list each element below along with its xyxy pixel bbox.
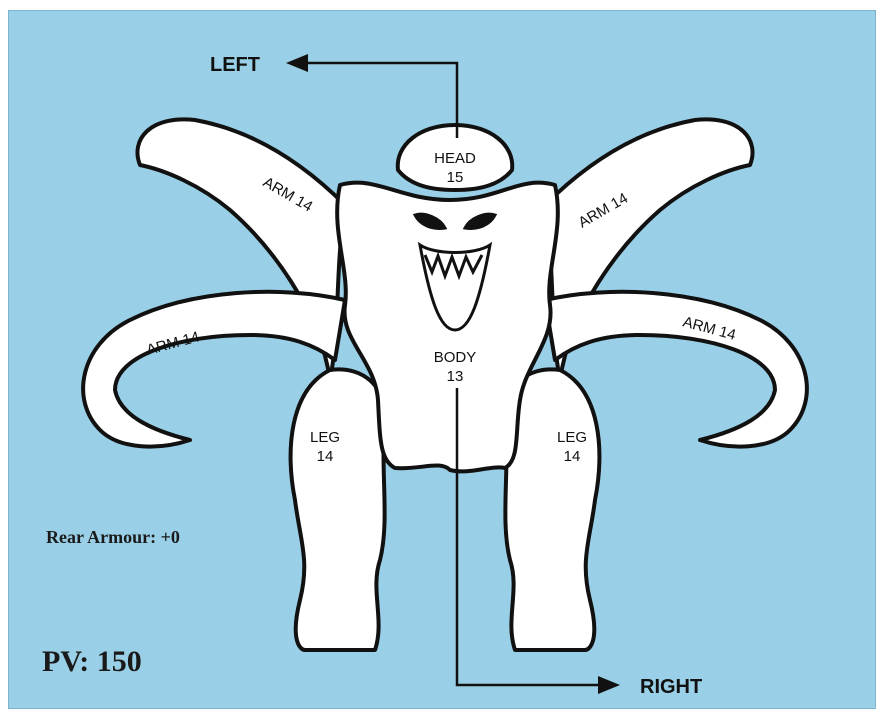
point-value-label: PV: 150 (42, 645, 142, 679)
leg-right-value: 14 (564, 448, 581, 465)
rear-armour-label: Rear Armour: +0 (46, 527, 180, 548)
leg-left-shape (291, 369, 386, 650)
head-value: 15 (447, 169, 464, 186)
right-direction-label: RIGHT (640, 676, 702, 698)
left-arrow-head (286, 54, 308, 72)
body-value: 13 (447, 368, 464, 385)
leg-left-value: 14 (317, 448, 334, 465)
right-arrow-head (598, 676, 620, 694)
head-label: HEAD (434, 150, 476, 167)
leg-right-label: LEG (557, 429, 587, 446)
left-direction-label: LEFT (210, 54, 260, 76)
body-label: BODY (434, 349, 477, 366)
leg-left-label: LEG (310, 429, 340, 446)
